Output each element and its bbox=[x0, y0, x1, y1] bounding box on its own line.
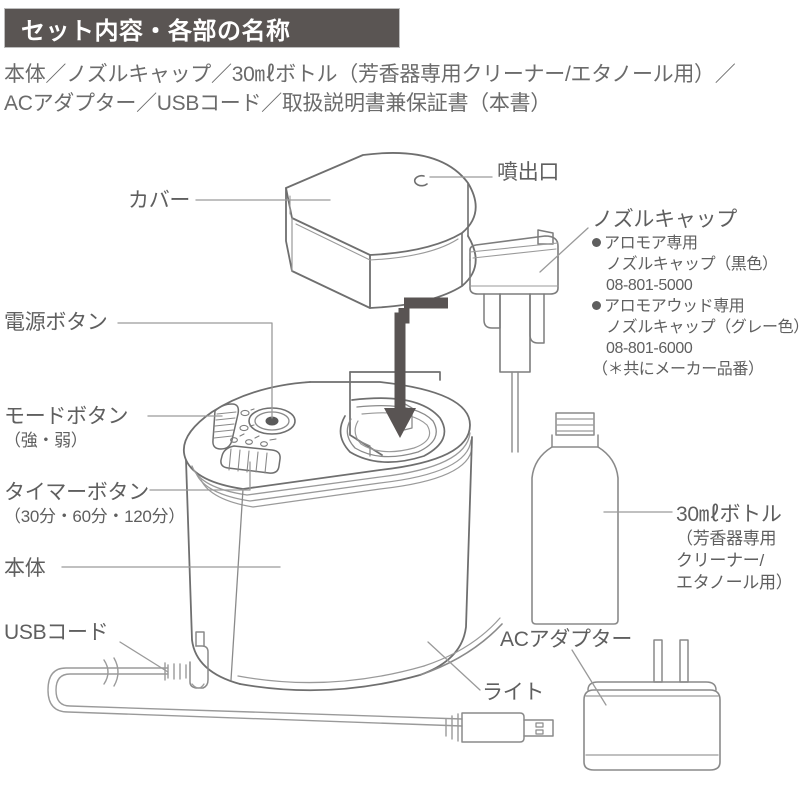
nozzle-cap-item-2-line-2: ノズルキャップ（グレー色） bbox=[606, 319, 800, 336]
nozzle-cap-item-1-code: 08-801-5000 bbox=[606, 277, 693, 294]
label-nozzle-cap: ノズルキャップ アロモア専用 ノズルキャップ（黒色） 08-801-5000 ア… bbox=[592, 207, 800, 380]
set-contents-text: 本体／ノズルキャップ／30㎖ボトル（芳香器専用クリーナー/エタノール用）／ AC… bbox=[4, 60, 794, 118]
label-ac-adapter-text: ACアダプター bbox=[500, 628, 633, 651]
label-usb-cord-text: USBコード bbox=[4, 621, 109, 644]
main-unit-part bbox=[182, 371, 503, 692]
label-bottle-sub-1: （芳香器専用 bbox=[676, 529, 777, 548]
label-timer-button: タイマーボタン （30分・60分・120分） bbox=[4, 480, 185, 528]
nozzle-cap-item-1-line-1: アロモア専用 bbox=[592, 233, 800, 254]
label-cover-text: カバー bbox=[128, 189, 191, 212]
label-bottle-sub-2: クリーナー/ bbox=[676, 551, 764, 570]
label-power-button-text: 電源ボタン bbox=[4, 311, 108, 334]
mode-indicator-bars bbox=[212, 403, 255, 450]
set-contents-line-2: ACアダプター／USBコード／取扱説明書兼保証書（本書） bbox=[4, 92, 551, 115]
label-mode-button: モードボタン （強・弱） bbox=[4, 404, 129, 452]
timer-indicator-bars bbox=[220, 433, 281, 474]
page-title: セット内容・各部の名称 bbox=[21, 17, 291, 45]
label-light-text: ライト bbox=[482, 681, 545, 704]
leader-lines bbox=[61, 176, 673, 706]
label-timer-button-text: タイマーボタン bbox=[4, 481, 149, 504]
set-contents-line-1: 本体／ノズルキャップ／30㎖ボトル（芳香器専用クリーナー/エタノール用）／ bbox=[4, 63, 736, 86]
nozzle-cap-item-2-line-1-text: アロモアウッド専用 bbox=[604, 298, 745, 315]
label-usb-cord: USBコード bbox=[4, 620, 109, 646]
leader-ac-adapter bbox=[571, 649, 607, 706]
label-bottle-title: 30㎖ボトル bbox=[676, 503, 782, 526]
label-spray-outlet: 噴出口 bbox=[497, 160, 559, 186]
label-mode-button-sub: （強・弱） bbox=[4, 431, 88, 450]
nozzle-cap-item-2-code: 08-801-6000 bbox=[606, 340, 693, 357]
label-cover: カバー bbox=[128, 188, 190, 214]
bullet-dot-icon bbox=[592, 301, 601, 310]
nozzle-cap-part bbox=[469, 229, 559, 453]
label-body-text: 本体 bbox=[4, 557, 46, 580]
leader-timer-button bbox=[149, 461, 251, 491]
nozzle-cap-item-1-line-1-text: アロモア専用 bbox=[604, 235, 698, 252]
label-spray-outlet-text: 噴出口 bbox=[497, 161, 560, 184]
control-panel bbox=[212, 403, 296, 474]
leader-usb-cord bbox=[119, 641, 169, 673]
bottle-part bbox=[531, 412, 619, 625]
label-ac-adapter: ACアダプター bbox=[500, 627, 632, 653]
label-bottle-sub-3: エタノール用） bbox=[676, 573, 793, 592]
label-nozzle-cap-title: ノズルキャップ bbox=[592, 208, 737, 231]
bullet-dot-icon bbox=[592, 238, 601, 247]
ac-adapter-part bbox=[583, 639, 721, 771]
leader-light bbox=[427, 641, 481, 691]
nozzle-cap-item-1-line-2: ノズルキャップ（黒色） bbox=[606, 256, 778, 273]
label-power-button: 電源ボタン bbox=[4, 310, 108, 336]
cover-part bbox=[285, 152, 477, 309]
label-timer-button-sub: （30分・60分・120分） bbox=[4, 507, 185, 526]
section-header-bar: セット内容・各部の名称 bbox=[4, 8, 400, 48]
leader-nozzle-cap bbox=[539, 227, 589, 273]
label-mode-button-text: モードボタン bbox=[4, 405, 129, 428]
insert-arrow bbox=[384, 297, 448, 438]
nozzle-cap-note: （＊共にメーカー品番） bbox=[592, 361, 764, 378]
label-bottle: 30㎖ボトル （芳香器専用 クリーナー/ エタノール用） bbox=[676, 502, 793, 594]
leader-power-button bbox=[117, 322, 273, 419]
nozzle-cap-item-2-line-1: アロモアウッド専用 bbox=[592, 296, 800, 317]
usb-cable-part bbox=[47, 631, 554, 743]
label-body: 本体 bbox=[4, 556, 46, 582]
label-light: ライト bbox=[482, 680, 544, 706]
